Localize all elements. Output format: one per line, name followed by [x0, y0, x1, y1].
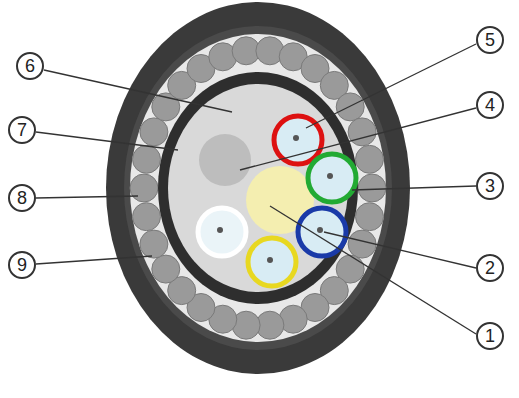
callout-number: 1	[476, 322, 504, 350]
loose-tube-yellow	[248, 238, 296, 286]
armor-wire	[152, 255, 180, 283]
armor-wire	[140, 230, 168, 258]
inner-sheath	[158, 72, 358, 304]
armor-wire	[133, 203, 161, 231]
loose-tube-green	[308, 154, 356, 202]
armor-wire	[140, 118, 168, 146]
loose-tube-white	[198, 208, 246, 256]
armor-wire	[356, 145, 384, 173]
callout-number: 5	[476, 26, 504, 54]
callout-number: 2	[476, 254, 504, 282]
filler-rod	[199, 134, 251, 186]
armor-wire	[348, 230, 376, 258]
callout-number: 4	[476, 91, 504, 119]
armor-wire	[358, 174, 386, 202]
armor-wire	[348, 118, 376, 146]
leader-lines	[36, 44, 476, 334]
armor-bed	[130, 34, 386, 342]
callout-number: 8	[8, 184, 36, 212]
optical-fibers	[217, 135, 333, 263]
outer-sheath	[106, 2, 410, 374]
armor-wire	[336, 93, 364, 121]
armor-wires	[130, 37, 386, 339]
callout-number: 9	[8, 251, 36, 279]
callout-number: 7	[8, 116, 36, 144]
callout-number: 3	[476, 172, 504, 200]
armor-wire	[356, 203, 384, 231]
armor-wire	[130, 174, 158, 202]
armor-wire	[133, 145, 161, 173]
sheath-inner-shade	[124, 26, 392, 350]
callout-number: 6	[16, 52, 44, 80]
